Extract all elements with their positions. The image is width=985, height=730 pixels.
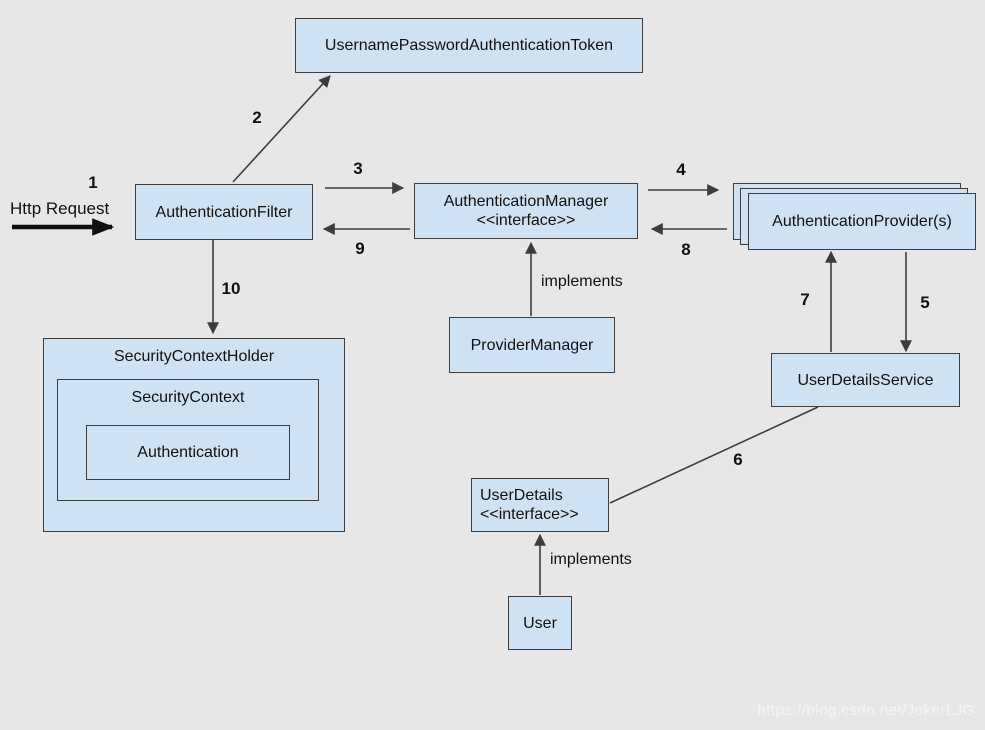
node-label: SecurityContextHolder xyxy=(113,348,275,365)
edge-label-9: 9 xyxy=(355,239,365,258)
node-authentication-manager: AuthenticationManager <<interface>> xyxy=(414,183,638,239)
node-stereotype: <<interface>> xyxy=(476,212,576,229)
edge-label-7: 7 xyxy=(800,290,810,309)
edge-label-5: 5 xyxy=(920,293,930,312)
implements-label-bottom: implements xyxy=(550,551,632,568)
node-label: Authentication xyxy=(137,444,239,461)
edge-label-8: 8 xyxy=(681,240,691,259)
node-provider-manager: ProviderManager xyxy=(449,317,615,373)
edge-label-3: 3 xyxy=(353,159,363,178)
node-user: User xyxy=(508,596,572,650)
node-security-context: SecurityContext Authentication xyxy=(57,379,319,501)
node-label: UserDetails xyxy=(480,487,563,504)
node-authentication: Authentication xyxy=(86,425,290,480)
edge-label-2: 2 xyxy=(252,108,262,127)
node-label: ProviderManager xyxy=(470,336,594,354)
node-security-context-holder: SecurityContextHolder SecurityContext Au… xyxy=(43,338,345,532)
node-label: AuthenticationManager xyxy=(443,193,609,210)
node-authentication-providers: AuthenticationProvider(s) xyxy=(748,193,976,250)
http-request-label: Http Request xyxy=(10,199,110,218)
edge-6-service-to-userdetails xyxy=(609,406,819,504)
watermark-url: https://blog.csdn.net/JokerLJG xyxy=(757,702,975,719)
edge-label-10: 10 xyxy=(221,279,241,298)
node-label: UsernamePasswordAuthenticationToken xyxy=(324,37,614,54)
edge-label-1: 1 xyxy=(88,173,98,192)
node-label: UserDetailsService xyxy=(797,371,934,389)
node-label: SecurityContext xyxy=(131,389,245,406)
node-stereotype: <<interface>> xyxy=(480,506,579,523)
node-username-password-authentication-token: UsernamePasswordAuthenticationToken xyxy=(295,18,643,73)
edge-label-6: 6 xyxy=(733,450,743,469)
node-authentication-filter: AuthenticationFilter xyxy=(135,184,313,240)
edge-2-filter-to-token xyxy=(232,75,331,183)
edge-label-4: 4 xyxy=(676,160,686,179)
node-label: AuthenticationFilter xyxy=(155,203,293,221)
node-user-details: UserDetails <<interface>> xyxy=(471,478,609,532)
implements-label-top: implements xyxy=(541,273,623,290)
node-user-details-service: UserDetailsService xyxy=(771,353,960,407)
node-label: AuthenticationProvider(s) xyxy=(772,213,952,230)
node-label: User xyxy=(523,614,557,632)
